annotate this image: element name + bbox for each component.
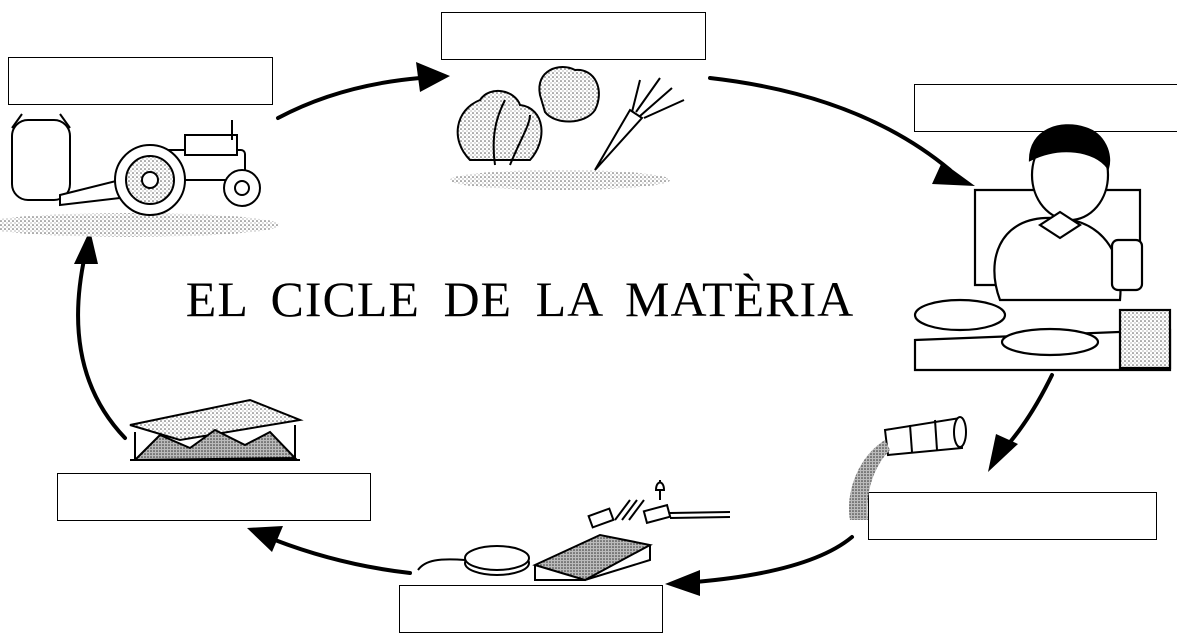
treatment-plant-icon: [417, 480, 731, 582]
arrowhead-6: [74, 230, 98, 264]
tractor-icon: [0, 113, 280, 237]
person-eating-icon: [913, 124, 1172, 372]
arrow-vegetables-to-person: [708, 76, 952, 172]
label-box-tractor[interactable]: [8, 57, 273, 105]
arrowhead-3: [988, 434, 1018, 472]
label-box-compost[interactable]: [57, 473, 371, 521]
vegetables-icon: [450, 66, 685, 190]
compost-shed-icon: [129, 398, 304, 462]
arrow-person-to-waste: [1003, 373, 1054, 450]
waste-pouring-icon: [849, 416, 967, 520]
diagram-title: EL CICLE DE LA MATÈRIA: [185, 271, 855, 327]
arrowhead-4: [665, 570, 700, 596]
arrowhead-5: [247, 526, 283, 552]
arrow-heads: [74, 62, 1018, 596]
arrow-plant-to-compost: [273, 538, 412, 575]
label-box-treatment-plant[interactable]: [399, 585, 663, 633]
arrowhead-1: [416, 62, 450, 92]
arrow-tractor-to-vegetables: [276, 76, 422, 120]
arrow-compost-to-tractor: [76, 253, 127, 440]
cycle-arrows: [76, 76, 1054, 584]
label-box-waste[interactable]: [868, 492, 1157, 540]
label-box-vegetables[interactable]: [441, 12, 706, 60]
arrowhead-2: [932, 162, 975, 186]
label-box-person-eating[interactable]: [914, 84, 1177, 132]
arrow-waste-to-plant: [693, 535, 854, 584]
